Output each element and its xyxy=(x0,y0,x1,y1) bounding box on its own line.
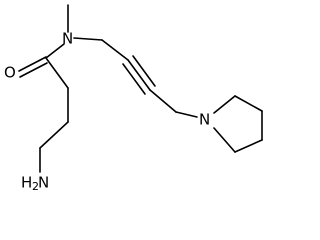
bond-alkyne-triple-right xyxy=(132,55,156,87)
bond-alkyne-triple-center xyxy=(127,59,151,91)
bond-alkyne-triple-left xyxy=(122,63,146,95)
bond-ch2-to-alkyne xyxy=(101,39,129,61)
amine-nitrogen-label: N xyxy=(38,174,49,192)
bond-ch2-to-pyrrolidine-n xyxy=(175,111,198,118)
bond-alkyne-to-ch2 xyxy=(149,89,177,113)
bond-ring-bottom xyxy=(234,139,263,153)
amine-hydrogen-label: H xyxy=(21,174,32,192)
bond-carbonyl-to-amide-n xyxy=(45,43,65,59)
oxygen-atom-label: O xyxy=(4,64,16,82)
bond-carbonyl-double-outer xyxy=(18,56,47,72)
amine-label: H 2 N xyxy=(21,174,49,194)
amide-nitrogen-label: N xyxy=(62,30,73,48)
bond-ring-top xyxy=(234,95,263,112)
bond-carbonyl-double-inner xyxy=(19,62,48,78)
structural-formula: O N N H 2 N xyxy=(4,4,263,194)
bond-ring-n-lower xyxy=(213,127,236,153)
bond-ring-n-upper xyxy=(213,95,236,114)
bond-chain-1 xyxy=(45,57,69,89)
amine-subscript-label: 2 xyxy=(32,180,39,193)
bond-chain-3 xyxy=(39,121,69,149)
pyrrolidine-nitrogen-label: N xyxy=(199,111,210,129)
bond-amide-n-to-ch2 xyxy=(73,37,103,41)
